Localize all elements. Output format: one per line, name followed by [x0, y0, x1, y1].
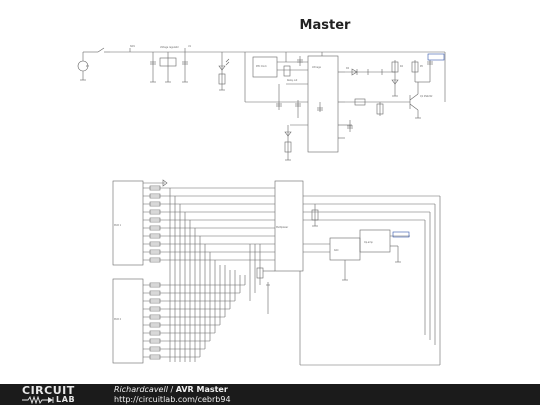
footer-bar: CIRCUIT LAB Richardcavell / AVR Master h…: [0, 384, 540, 405]
mux-left-bottom: [112, 278, 144, 364]
svg-text:RTC Clock: RTC Clock: [256, 65, 267, 68]
svg-text:Op-amp: Op-amp: [364, 241, 373, 244]
microcontroller-chip: [307, 55, 339, 153]
logo-top-text: CIRCUIT: [22, 384, 75, 397]
svg-text:DAC: DAC: [334, 249, 339, 252]
svg-text:ATmega: ATmega: [312, 66, 322, 69]
mux-center: [274, 180, 304, 272]
vertical-bus: [169, 188, 246, 362]
out-flag: [392, 231, 410, 238]
separator: /: [167, 385, 176, 394]
svg-text:MUX 2: MUX 2: [114, 318, 122, 321]
svg-text:Relay out: Relay out: [287, 79, 297, 82]
resistor-array: [149, 185, 161, 360]
mux-left-top: [112, 180, 144, 266]
svg-text:Q1 2N2222: Q1 2N2222: [420, 95, 433, 98]
svg-text:9V: 9V: [86, 65, 89, 68]
svg-text:MUX 1: MUX 1: [114, 224, 122, 227]
mux-left-top-pins: [143, 187, 275, 261]
svg-text:R5: R5: [420, 65, 424, 68]
circuit-url-link[interactable]: http://circuitlab.com/cebrb94: [114, 395, 231, 404]
opamp-block: [359, 229, 391, 253]
output-flag: [427, 53, 445, 61]
credit-line: Richardcavell / AVR Master: [114, 385, 228, 395]
schematic-canvas: Voltage regulator SW1 U1 9V RTC Clock Re…: [77, 45, 446, 366]
rtc-module: [252, 56, 278, 78]
circuit-name[interactable]: AVR Master: [175, 385, 228, 394]
svg-text:D2: D2: [346, 67, 350, 70]
circuitlab-logo: CIRCUIT LAB: [22, 385, 102, 405]
logo-bottom-text: LAB: [56, 395, 76, 404]
svg-text:Voltage regulator: Voltage regulator: [160, 46, 179, 49]
svg-text:U1: U1: [188, 45, 192, 48]
battery-source: [77, 52, 89, 81]
svg-text:R4: R4: [400, 65, 404, 68]
author-link[interactable]: Richardcavell: [114, 385, 168, 394]
logo-wave-icon: [22, 396, 54, 404]
regulator-box: [159, 57, 177, 67]
power-switch: [92, 47, 110, 53]
svg-text:SW1: SW1: [130, 45, 136, 48]
svg-text:Multiplexer: Multiplexer: [276, 226, 288, 229]
diagram-title: Master: [299, 18, 351, 33]
